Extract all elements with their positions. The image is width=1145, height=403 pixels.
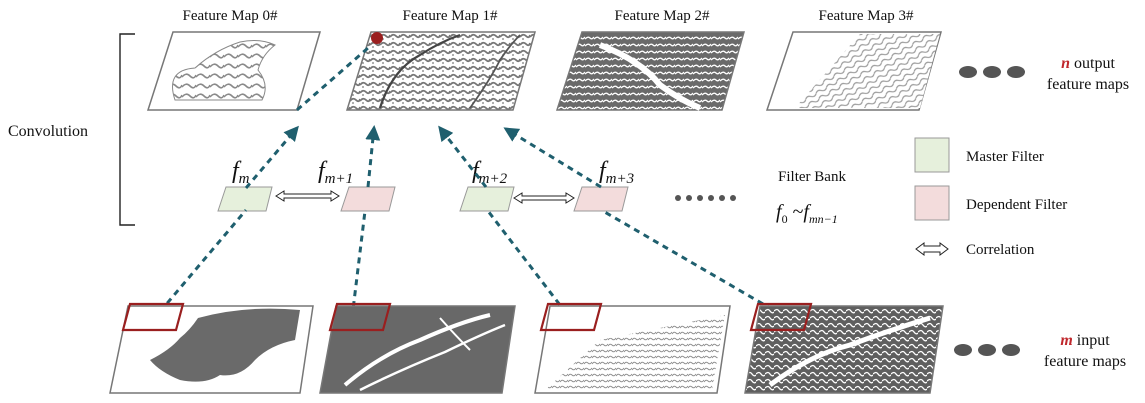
filter-bank-range: f0 ~fmn−1 xyxy=(776,201,838,226)
arrow-map0-to-map1-dot xyxy=(296,46,369,112)
output-feature-map-2 xyxy=(555,31,745,111)
filter-m3-dependent xyxy=(573,186,629,212)
receptive-point-dot xyxy=(371,32,383,44)
output-more-dots xyxy=(959,66,1025,78)
receptive-field-box-3 xyxy=(749,302,813,332)
input-feature-maps-note-line2: feature maps xyxy=(1044,353,1126,370)
output-feature-map-1 xyxy=(345,31,536,111)
arrow-filter-m1-to-map1 xyxy=(365,125,381,188)
filter-m2-master xyxy=(459,186,515,212)
filter-m1-label: fm+1 xyxy=(318,158,353,187)
legend-dependent-label: Dependent Filter xyxy=(966,197,1067,213)
filter-m2-label: fm+2 xyxy=(472,158,508,187)
output-feature-map-0 xyxy=(146,31,322,111)
arrow-filter-m2-to-map1 xyxy=(438,125,488,188)
arrow-input3-to-filter-m3 xyxy=(602,209,783,317)
correlation-arrow-1 xyxy=(275,190,340,202)
arrow-input1-to-filter-m1 xyxy=(350,210,367,319)
convolution-label: Convolution xyxy=(8,123,88,140)
filter-m-master xyxy=(217,186,273,212)
input-feature-map-2 xyxy=(534,302,731,394)
arrow-filter-m-to-map0 xyxy=(244,125,299,189)
receptive-field-box-0 xyxy=(121,302,185,332)
feature-map-3-label: Feature Map 3# xyxy=(819,8,914,24)
filter-more-dots xyxy=(675,195,736,201)
input-feature-map-0 xyxy=(109,302,314,394)
filter-m1-dependent xyxy=(340,186,396,212)
filter-m3-label: fm+3 xyxy=(599,158,634,187)
dependent-swatch xyxy=(914,185,950,221)
legend-correlation-label: Correlation xyxy=(966,242,1035,258)
master-swatch xyxy=(914,137,950,173)
filter-m-label: fm xyxy=(232,158,250,187)
arrow-filter-m3-to-map1 xyxy=(503,127,602,189)
input-more-dots xyxy=(954,344,1020,356)
correlation-arrow-2 xyxy=(513,192,575,204)
output-feature-maps-note: n output xyxy=(1061,55,1115,72)
feature-map-0-label: Feature Map 0# xyxy=(183,8,278,24)
output-feature-maps-note-line2: feature maps xyxy=(1047,76,1129,93)
filter-bank-title: Filter Bank xyxy=(778,169,846,185)
arrow-input0-to-filter-m xyxy=(151,209,248,321)
receptive-field-box-2 xyxy=(539,302,603,332)
legend-master-label: Master Filter xyxy=(966,149,1044,165)
convolution-bracket xyxy=(119,33,135,226)
output-feature-map-3 xyxy=(765,31,942,111)
input-feature-map-3 xyxy=(744,302,944,394)
receptive-field-box-1 xyxy=(328,302,392,332)
feature-map-1-label: Feature Map 1# xyxy=(403,8,498,24)
double-arrow-icon xyxy=(915,242,949,256)
feature-map-2-label: Feature Map 2# xyxy=(615,8,710,24)
input-feature-maps-note: m input xyxy=(1060,332,1110,349)
input-feature-map-1 xyxy=(319,302,516,394)
